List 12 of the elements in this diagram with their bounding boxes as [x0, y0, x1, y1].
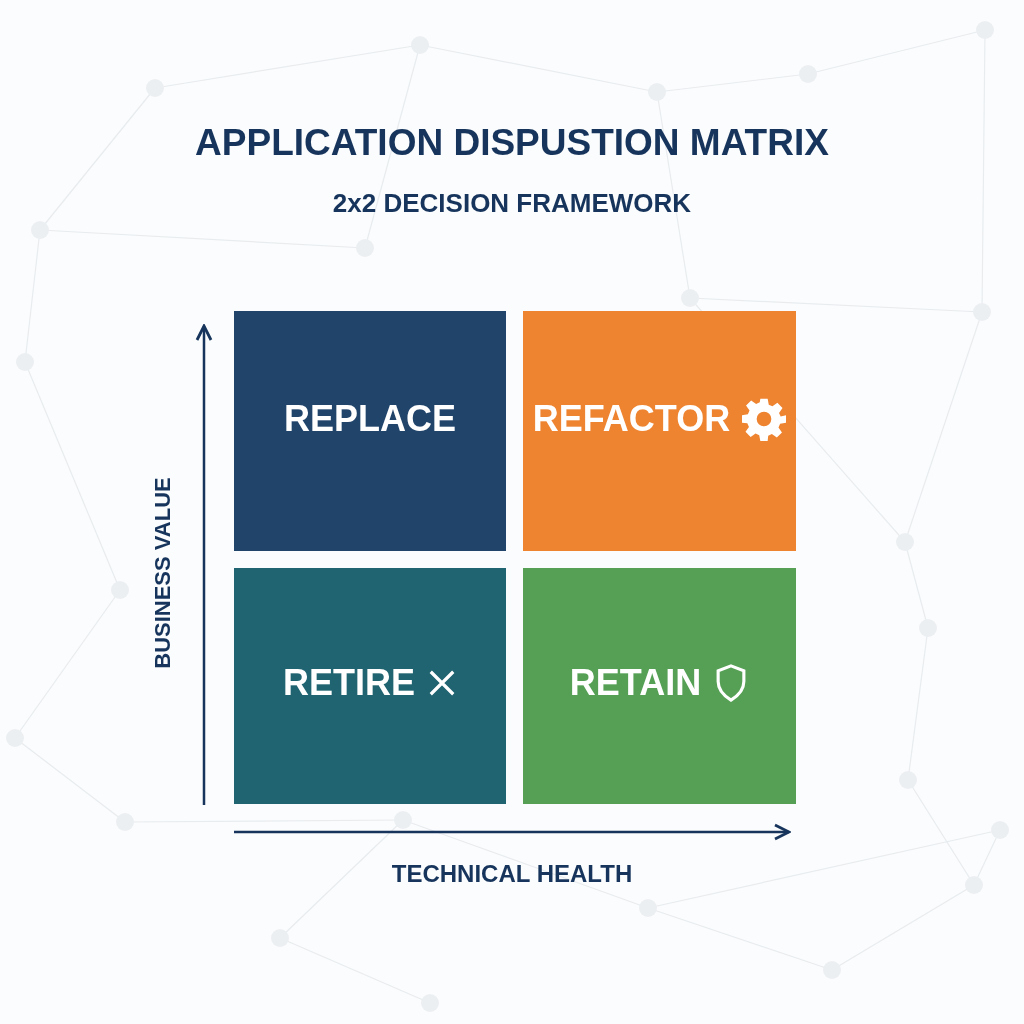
quadrant-box	[234, 568, 506, 804]
quadrant-box	[523, 311, 796, 551]
quadrant-label: REPLACE	[284, 398, 456, 440]
quadrant-label: REFACTOR	[532, 398, 731, 440]
axis-label: TECHNICAL HEALTH	[391, 860, 633, 888]
subtitle: 2x2 DECISION FRAMEWORK	[331, 188, 693, 219]
title: APPLICATION DISPUSTION MATRIX	[194, 122, 830, 164]
quadrant-box	[234, 311, 506, 551]
quadrant-box	[523, 568, 796, 804]
quadrant-label: RETIRE	[283, 662, 415, 704]
axis-label: BUSINESS VALUE	[150, 477, 176, 669]
quadrant-label: RETAIN	[569, 662, 702, 704]
